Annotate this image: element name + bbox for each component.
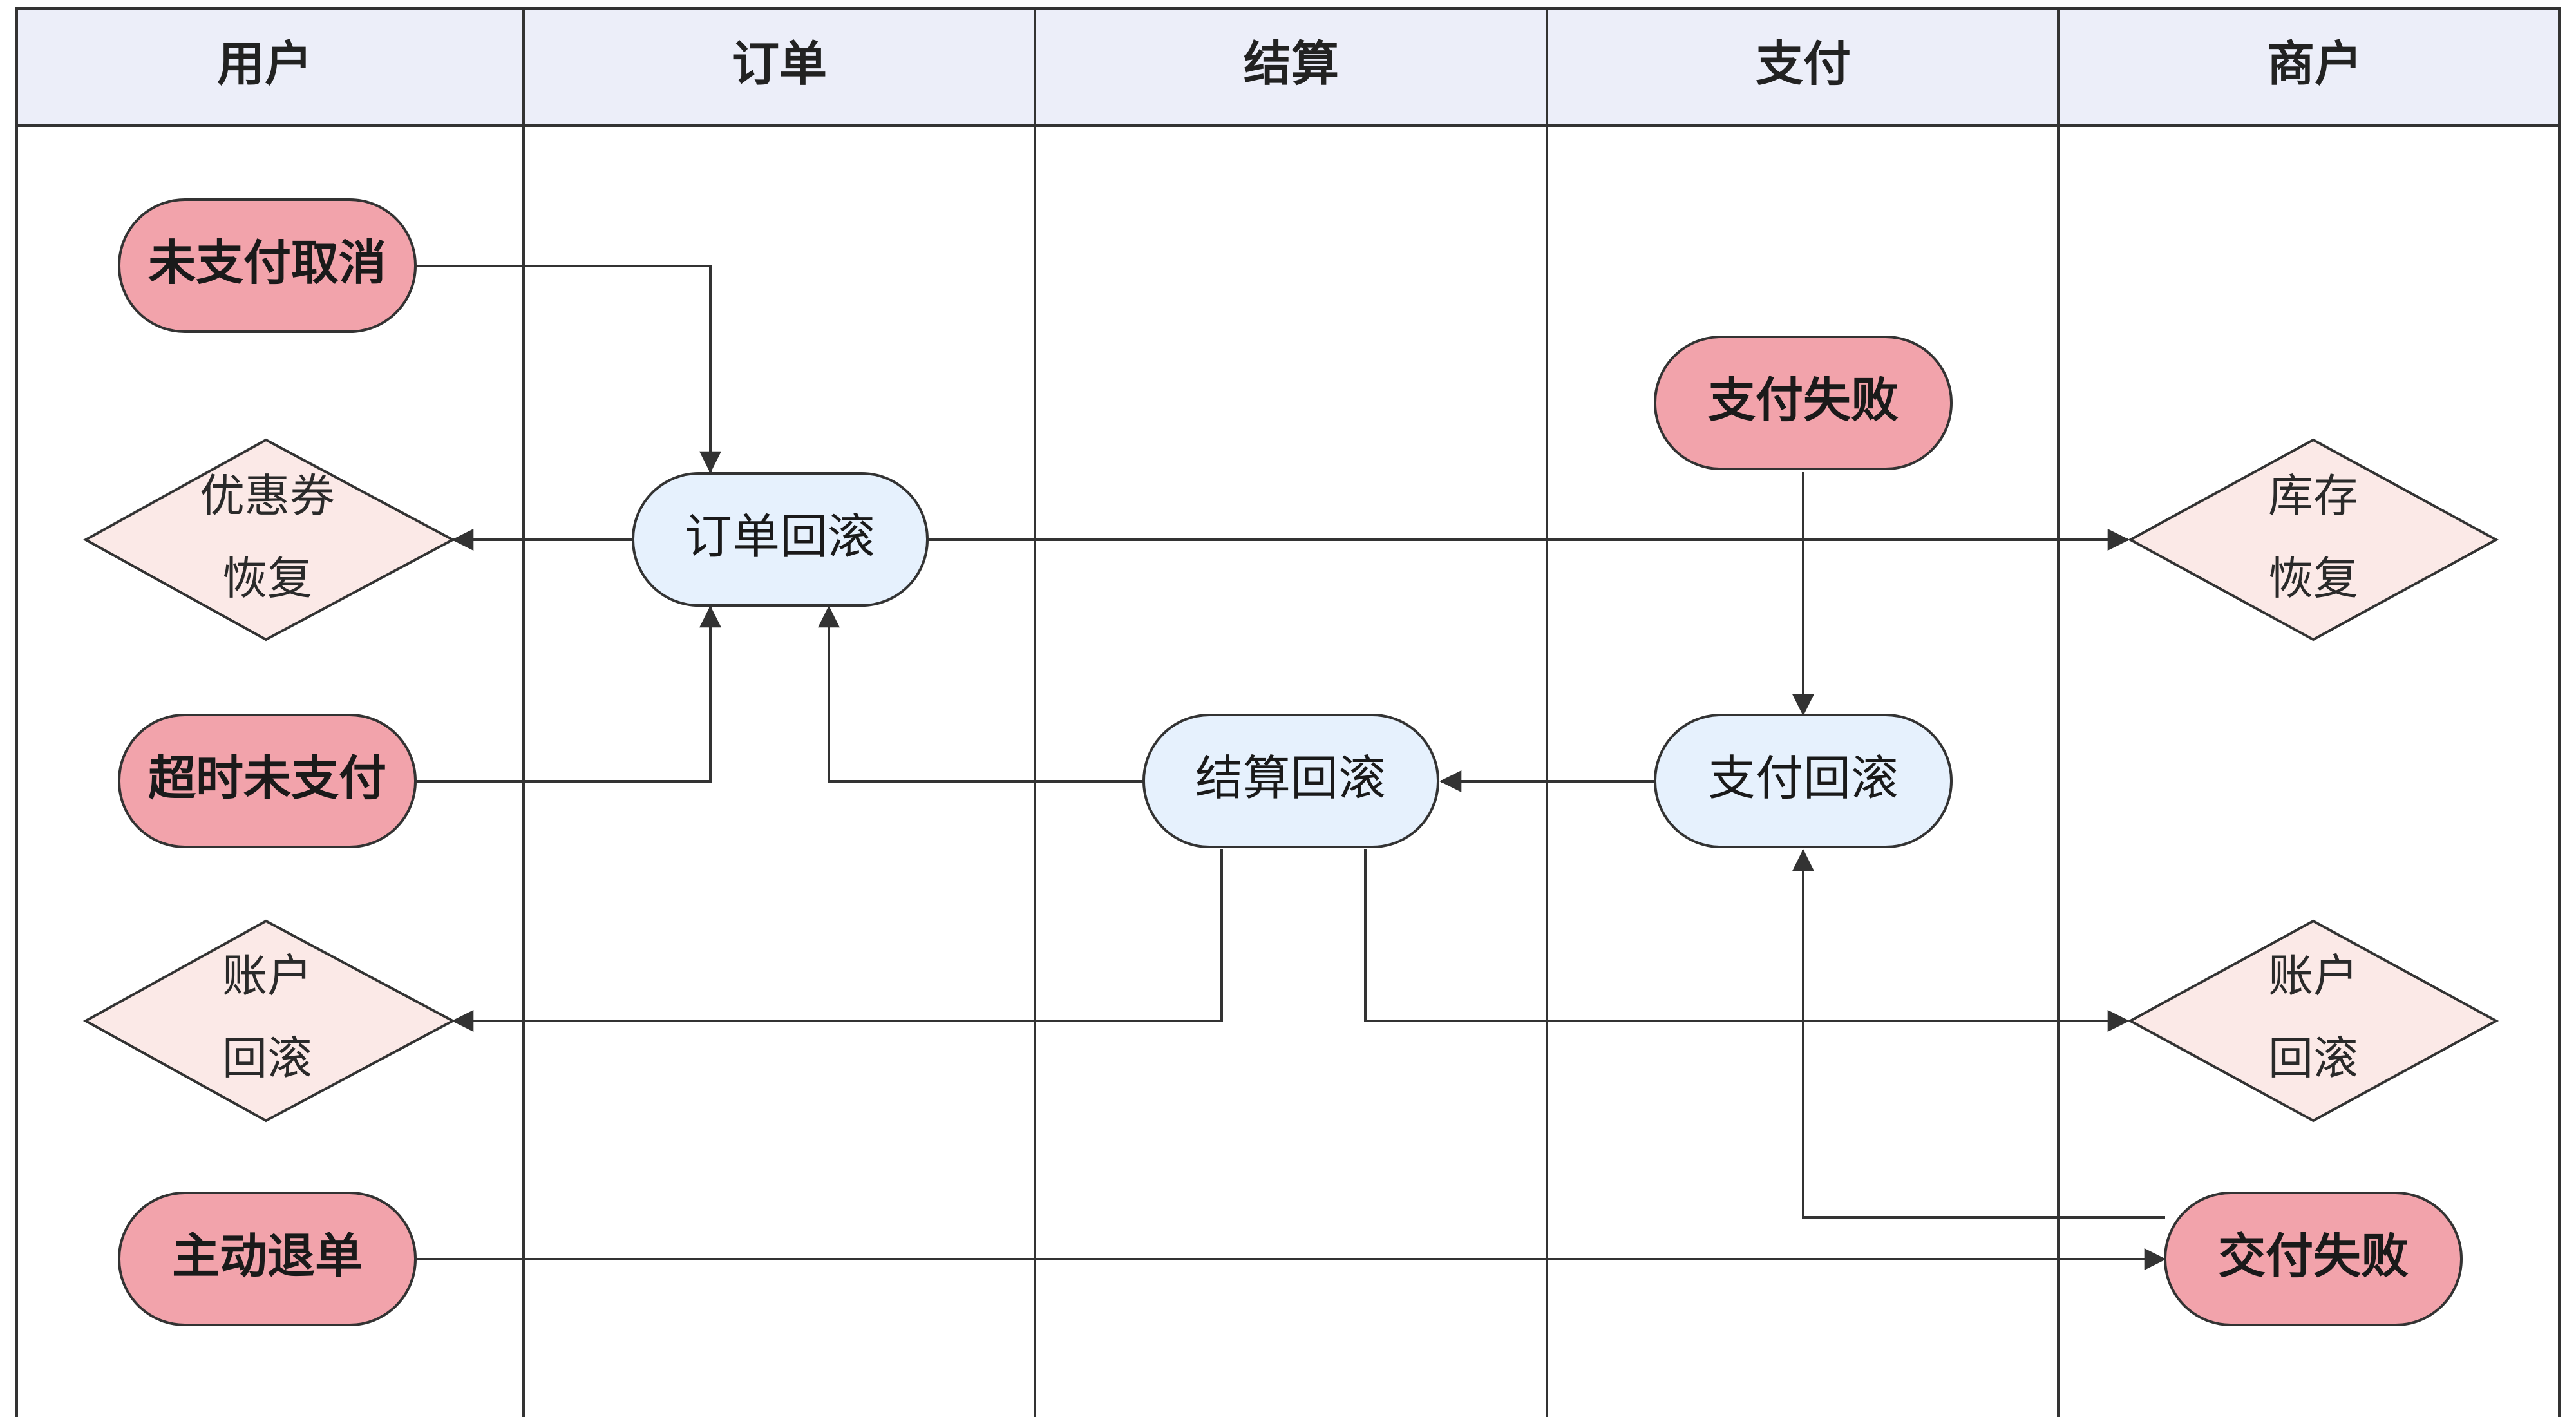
node-shape	[2164, 1192, 2463, 1326]
node-shape	[118, 1192, 417, 1326]
lane-title-merchant: 商户	[2267, 37, 2362, 92]
node-label-line-2: 回滚	[2268, 1032, 2358, 1085]
node-label: 支付失败	[1708, 373, 1899, 428]
node-coupon-restore: 优惠券 恢复	[82, 438, 456, 642]
node-label-line-1: 账户	[222, 949, 312, 1002]
edge-settle-rollback-to-merchant-account	[1364, 849, 2130, 1032]
node-settle-rollback: 结算回滚	[1142, 714, 1439, 848]
node-shape	[1654, 714, 1953, 848]
node-shape	[2127, 438, 2499, 642]
edge-settle-rollback-to-user-account	[451, 849, 1223, 1032]
node-label-line-2: 恢复	[222, 552, 312, 605]
node-stock-restore: 库存 恢复	[2127, 438, 2499, 642]
lane-title-user: 用户	[217, 37, 312, 92]
edge-settle-rollback-to-order-rollback	[818, 605, 1144, 783]
node-label-line-1: 库存	[2268, 470, 2358, 522]
node-label-line-1: 优惠券	[200, 470, 335, 522]
node-label: 主动退单	[172, 1229, 363, 1284]
node-label-line-1: 账户	[2268, 949, 2358, 1002]
node-delivery-failed: 交付失败	[2164, 1192, 2463, 1326]
node-active-refund: 主动退单	[118, 1192, 417, 1326]
lane-header-band	[17, 8, 2559, 126]
node-shape	[2127, 919, 2499, 1123]
node-pay-failed: 支付失败	[1654, 336, 1953, 470]
node-label-line-2: 回滚	[222, 1032, 312, 1085]
node-label: 超时未支付	[148, 751, 386, 806]
node-shape	[82, 919, 456, 1123]
node-label: 订单回滚	[685, 509, 875, 565]
node-order-rollback: 订单回滚	[632, 472, 929, 607]
edge-timeout-to-order-rollback	[415, 605, 721, 783]
node-shape	[118, 714, 417, 848]
node-shape	[1654, 336, 1953, 470]
node-pay-rollback: 支付回滚	[1654, 714, 1953, 848]
lane-title-pay: 支付	[1756, 37, 1851, 92]
node-label: 未支付取消	[148, 236, 386, 291]
node-label-line-2: 恢复	[2268, 552, 2358, 605]
node-label: 交付失败	[2218, 1229, 2409, 1284]
lane-border	[15, 7, 2561, 1417]
lane-grid	[15, 7, 2561, 1417]
edge-unpaid-cancel-to-order-rollback	[415, 265, 721, 473]
node-merchant-account-rollback: 账户 回滚	[2127, 919, 2499, 1123]
node-shape	[1142, 714, 1439, 848]
node-user-account-rollback: 账户 回滚	[82, 919, 456, 1123]
node-label: 支付回滚	[1708, 751, 1899, 806]
lane-title-order: 订单	[732, 37, 827, 92]
node-label: 结算回滚	[1195, 751, 1386, 806]
node-unpaid-cancel: 未支付取消	[118, 198, 417, 333]
connectors	[415, 265, 2166, 1270]
node-timeout-unpaid: 超时未支付	[118, 714, 417, 848]
node-shape	[82, 438, 456, 642]
lane-title-settle: 结算	[1244, 37, 1339, 92]
node-shape	[632, 472, 929, 607]
node-shape	[118, 198, 417, 333]
edge-delivery-failed-to-pay-rollback	[1792, 849, 2165, 1219]
